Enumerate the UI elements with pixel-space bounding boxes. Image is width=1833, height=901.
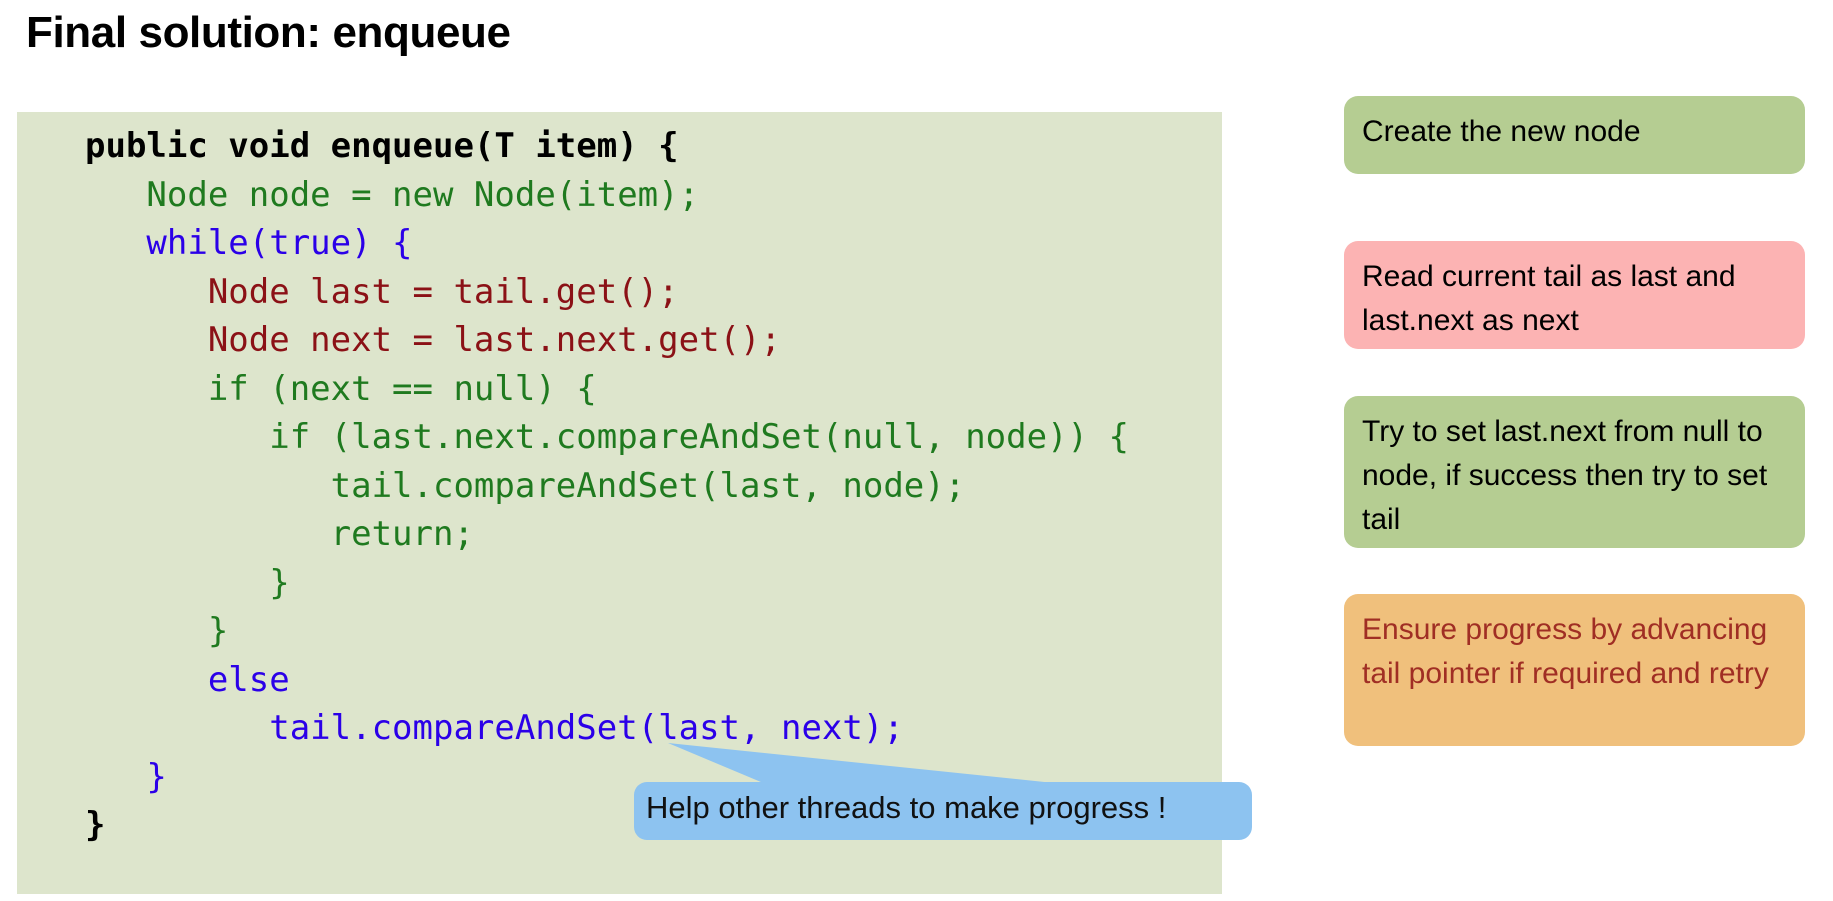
annotation-ensure-progress-label: Ensure progress by advancing tail pointe…: [1362, 613, 1769, 690]
annotation-try-set-tail-label: Try to set last.next from null to node, …: [1362, 415, 1768, 536]
annotation-create-node: Create the new node: [1344, 96, 1805, 174]
annotation-try-set-tail: Try to set last.next from null to node, …: [1344, 396, 1805, 548]
page-title: Final solution: enqueue: [26, 8, 511, 57]
code-line: }: [85, 756, 167, 797]
code-line: }: [85, 805, 106, 845]
code-listing: public void enqueue(T item) { Node node …: [85, 122, 1129, 850]
code-line: return;: [85, 514, 474, 554]
annotation-create-node-label: Create the new node: [1362, 115, 1641, 148]
code-line: }: [85, 562, 290, 603]
annotation-read-tail-label: Read current tail as last and last.next …: [1362, 260, 1736, 337]
code-line: else: [85, 659, 290, 700]
annotation-ensure-progress: Ensure progress by advancing tail pointe…: [1344, 594, 1805, 746]
code-line: }: [85, 611, 229, 651]
code-line: if (next == null) {: [85, 368, 597, 409]
code-line: Node next = last.next.get();: [85, 320, 781, 360]
annotation-read-tail: Read current tail as last and last.next …: [1344, 241, 1805, 349]
code-line: if (last.next.compareAndSet(null, node))…: [85, 417, 1129, 457]
code-line: Node last = tail.get();: [85, 271, 679, 312]
code-panel: public void enqueue(T item) { Node node …: [17, 112, 1222, 894]
callout-help-threads-label: Help other threads to make progress !: [646, 790, 1167, 825]
code-line: while(true) {: [85, 223, 413, 263]
code-line: tail.compareAndSet(last, next);: [85, 708, 904, 748]
code-line: Node node = new Node(item);: [85, 174, 700, 215]
code-line: public void enqueue(T item) {: [85, 126, 679, 166]
code-line: tail.compareAndSet(last, node);: [85, 465, 966, 506]
